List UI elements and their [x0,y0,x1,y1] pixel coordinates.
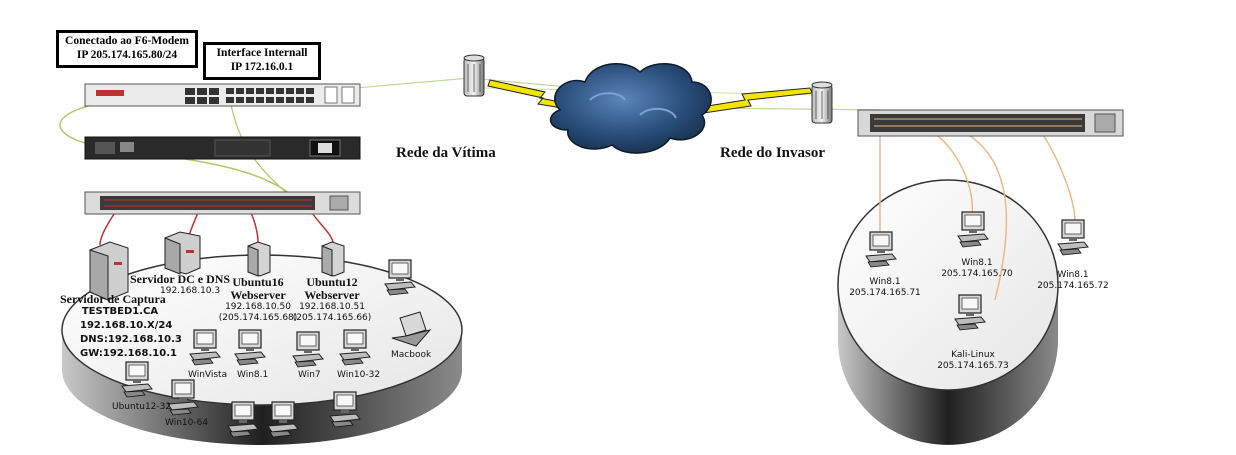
victim-network-label: Rede da Vítima [396,145,496,161]
ubuntu16-title: Ubuntu16 Webserver [228,276,288,302]
attacker-host-70: Win8.1 205.174.165.70 [940,258,1014,280]
victim-platform [61,254,463,445]
firewall-appliance [84,83,361,107]
macbook-label: Macbook [391,350,432,360]
capture-server-title: Servidor de Captura [60,292,166,306]
attacker-switch [857,109,1124,137]
modem-callout-line2: IP 205.174.165.80/24 [76,49,178,61]
kali-host-name: Kali-Linux [951,350,995,360]
capture-server-icon [89,241,129,301]
attacker-host-72-name: Win8.1 [1057,270,1089,280]
router-appliance [84,136,361,160]
capture-server-details: TESTBED1.CA 192.168.10.X/24 DNS:192.168.… [80,305,182,361]
winvista-label: WinVista [188,370,228,380]
ubuntu12-title: Ubuntu12 Webserver [302,276,362,302]
ubuntu16-server-icon [247,241,271,277]
attacker-host-71-name: Win8.1 [869,277,901,287]
capture-hostname: TESTBED1.CA [81,306,159,317]
router-antenna-left-icon [463,54,485,97]
lightning-right [694,87,813,115]
kali-host: Kali-Linux 205.174.165.73 [936,350,1010,372]
internal-callout-line2: IP 172.16.0.1 [230,61,294,73]
victim-switch [84,191,361,215]
laptop-icon-macbook [391,311,432,347]
pc-icon-attacker-72 [1057,219,1089,256]
dc-dns-title: Servidor DC e DNS [130,272,231,286]
ubuntu16-title-line2: Webserver [230,288,286,302]
internal-interface-callout: Interface Internall IP 172.16.0.1 [203,42,321,80]
attacker-host-72-ip: 205.174.165.72 [1037,281,1109,291]
capture-dns: DNS:192.168.10.3 [80,334,182,345]
attacker-platform [837,179,1059,445]
win10-64-label: Win10-64 [165,418,209,428]
ubuntu12-title-line2: Webserver [304,288,360,302]
internal-callout-line1: Interface Internall [216,47,308,59]
capture-subnet: 192.168.10.X/24 [80,320,173,331]
dc-dns-ip: 192.168.10.3 [160,286,221,296]
kali-host-ip: 205.174.165.73 [937,361,1009,371]
dc-dns-server-icon [164,231,201,275]
attacker-host-72: Win8.1 205.174.165.72 [1036,270,1110,292]
modem-callout: Conectado ao F6-Modem IP 205.174.165.80/… [56,30,198,68]
win10-32-label: Win10-32 [337,370,381,380]
ubuntu12-server-icon [321,241,345,277]
ubuntu16-ips: 192.168.10.50 (205.174.165.68) [214,302,302,324]
router-antenna-right-icon [811,81,833,124]
attacker-host-71: Win8.1 205.174.165.71 [848,277,922,299]
attacker-network-label: Rede do Invasor [720,145,826,161]
modem-callout-line1: Conectado ao F6-Modem [65,35,189,47]
capture-gateway: GW:192.168.10.1 [80,348,177,359]
attacker-host-71-ip: 205.174.165.71 [849,288,921,298]
attacker-host-70-ip: 205.174.165.70 [941,269,1013,279]
ubuntu12-ip: 192.168.10.51 [299,302,365,312]
ubuntu16-ip: 192.168.10.50 [225,302,291,312]
win7-label: Win7 [298,370,321,380]
ubuntu16-public-ip: (205.174.165.68) [218,313,298,323]
ubuntu12-title-line1: Ubuntu12 [306,275,358,289]
internet-cloud-icon [549,63,712,154]
ubuntu12-32-label: Ubuntu12-32 [112,402,172,412]
ubuntu16-title-line1: Ubuntu16 [232,275,284,289]
win81-label: Win8.1 [237,370,269,380]
attacker-host-70-name: Win8.1 [961,258,993,268]
ubuntu12-ips: 192.168.10.51 (205.174.165.66) [288,302,376,324]
ubuntu12-public-ip: (205.174.165.66) [292,313,372,323]
